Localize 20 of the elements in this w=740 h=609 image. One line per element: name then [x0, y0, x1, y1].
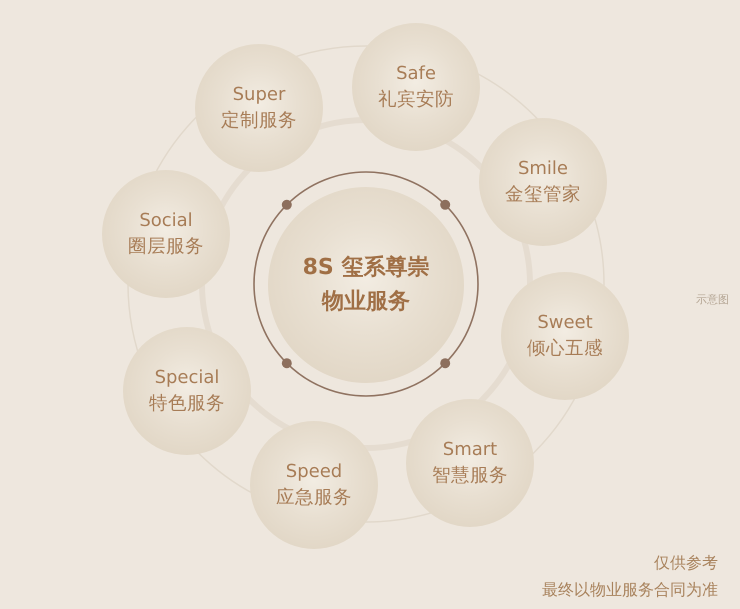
circle-title: Smile [518, 158, 568, 180]
circle-title: Safe [396, 63, 436, 85]
circle-subtitle: 定制服务 [221, 110, 297, 132]
side-note: 示意图 [696, 293, 729, 306]
circle-title: Special [154, 367, 220, 389]
circle-title: 8S 玺系尊崇物业服务 [302, 254, 430, 316]
circle-subtitle: 倾心五感 [527, 338, 603, 360]
circle-subtitle: 圈层服务 [128, 236, 204, 258]
disclaimer-note: 最终以物业服务合同为准 [542, 580, 718, 600]
circle-subtitle: 应急服务 [276, 486, 352, 509]
disclaimer-note: 仅供参考 [654, 553, 718, 572]
circle-title: Social [139, 210, 193, 232]
circle-subtitle: 金玺管家 [505, 184, 581, 206]
circle-title: Smart [442, 439, 498, 461]
circle-subtitle: 特色服务 [149, 392, 225, 415]
circle-subtitle: 礼宾安防 [378, 88, 454, 111]
circle-title: Super [232, 84, 286, 106]
circle-title: Speed [286, 461, 342, 483]
circle-title: Sweet [537, 312, 593, 334]
circle-subtitle: 智慧服务 [432, 464, 508, 487]
